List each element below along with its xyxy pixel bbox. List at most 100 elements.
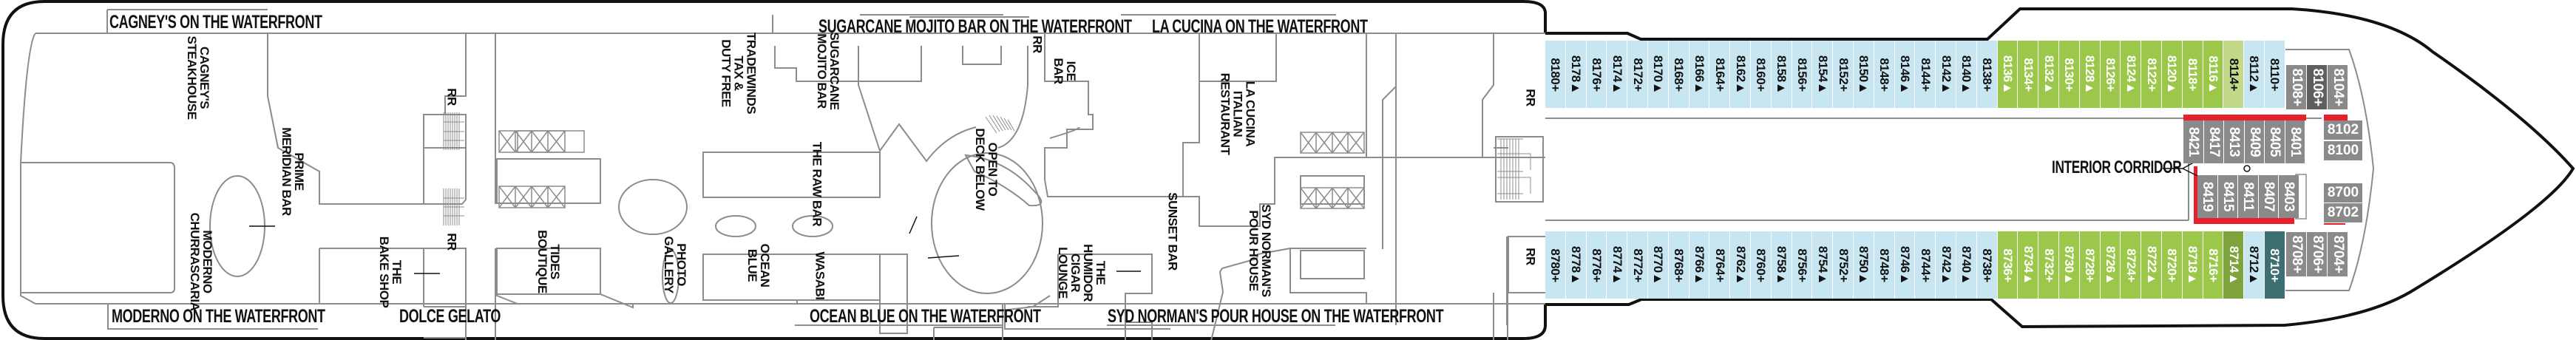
cabin-8764[interactable]: 8764+	[1709, 231, 1731, 299]
cabin-8176[interactable]: 8176+	[1586, 41, 1607, 108]
cabin-8156[interactable]: 8156+	[1792, 41, 1813, 108]
cabin-8100[interactable]: 8100	[2324, 141, 2362, 161]
cabin-8704[interactable]: 8704+	[2328, 232, 2348, 276]
venue-tradewinds-duty-free[interactable]: TRADEWINDS TAX & DUTY FREE	[719, 32, 759, 115]
cabin-8138[interactable]: 8138+	[1976, 41, 1998, 108]
cabin-8409[interactable]: 8409	[2244, 120, 2265, 163]
cabin-8118[interactable]: 8118+	[2182, 41, 2203, 108]
cabin-8132[interactable]: 8132▲	[2038, 41, 2059, 108]
cabin-8102[interactable]: 8102	[2324, 120, 2362, 140]
cabin-8716[interactable]: 8716+	[2203, 231, 2224, 299]
cabin-8168[interactable]: 8168+	[1668, 41, 1689, 108]
cabin-8112[interactable]: 8112▲	[2244, 41, 2265, 108]
cabin-8758[interactable]: 8758▲	[1771, 231, 1792, 299]
cabin-8776[interactable]: 8776+	[1586, 231, 1607, 299]
cabin-8128[interactable]: 8128▲	[2079, 41, 2101, 108]
cabin-8720[interactable]: 8720+	[2161, 231, 2183, 299]
venue-humidor-cigar-lounge[interactable]: THE HUMIDOR CIGAR LOUNGE	[1056, 244, 1108, 302]
cabin-8178[interactable]: 8178▲	[1565, 41, 1587, 108]
cabin-8736[interactable]: 8736+	[1997, 231, 2019, 299]
cabin-8768[interactable]: 8768+	[1668, 231, 1689, 299]
cabin-8104[interactable]: 8104+	[2328, 65, 2348, 109]
cabin-8419[interactable]: 8419	[2197, 175, 2218, 218]
cabin-8718[interactable]: 8718▲	[2182, 231, 2203, 299]
cabin-8706[interactable]: 8706+	[2307, 232, 2328, 276]
cabin-8180[interactable]: 8180+	[1545, 41, 1566, 108]
cabin-8146[interactable]: 8146▲	[1894, 41, 1916, 108]
cabin-8122[interactable]: 8122+	[2141, 41, 2162, 108]
cabin-8712[interactable]: 8712▲	[2244, 231, 2265, 299]
cabin-8142[interactable]: 8142▲	[1936, 41, 1956, 108]
cabin-8744[interactable]: 8744+	[1915, 231, 1936, 299]
cabin-8700[interactable]: 8700	[2324, 183, 2362, 203]
cabin-8772[interactable]: 8772+	[1627, 231, 1648, 299]
cabin-8162[interactable]: 8162▲	[1730, 41, 1751, 108]
cabin-8110[interactable]: 8110+	[2264, 41, 2285, 108]
venue-prime-meridian-bar[interactable]: PRIME MERIDIAN BAR	[279, 127, 306, 216]
cabin-8710[interactable]: 8710+	[2264, 231, 2285, 299]
venue-photo-gallery[interactable]: PHOTO GALLERY	[662, 236, 688, 293]
cabin-8708[interactable]: 8708+	[2286, 232, 2307, 276]
cabin-8130[interactable]: 8130+	[2058, 41, 2080, 108]
cabin-8170[interactable]: 8170▲	[1647, 41, 1669, 108]
cabin-8730[interactable]: 8730▲	[2058, 231, 2080, 299]
cabin-8734[interactable]: 8734▲	[2018, 231, 2039, 299]
cabin-8413[interactable]: 8413	[2224, 120, 2245, 163]
cabin-8411[interactable]: 8411	[2238, 175, 2259, 218]
cabin-8166[interactable]: 8166▲	[1689, 41, 1710, 108]
cabin-8148[interactable]: 8148+	[1874, 41, 1895, 108]
cabin-8752[interactable]: 8752+	[1833, 231, 1854, 299]
cabin-8154[interactable]: 8154▲	[1812, 41, 1834, 108]
venue-cagneys-steakhouse[interactable]: CAGNEY'S STEAKHOUSE	[185, 35, 211, 120]
cabin-8116[interactable]: 8116▲	[2203, 41, 2224, 108]
venue-syd-normans-pour-house[interactable]: SYD NORMAN'S POUR HOUSE	[1247, 204, 1273, 297]
cabin-8150[interactable]: 8150▲	[1853, 41, 1874, 108]
venue-ocean-blue[interactable]: OCEAN BLUE	[745, 243, 772, 288]
cabin-8160[interactable]: 8160+	[1750, 41, 1772, 108]
cabin-8714[interactable]: 8714▲	[2223, 231, 2245, 299]
cabin-8403[interactable]: 8403	[2279, 175, 2299, 218]
venue-ice-bar[interactable]: ICE BAR	[1051, 58, 1078, 84]
cabin-8108[interactable]: 8108+	[2286, 65, 2307, 109]
cabin-8748[interactable]: 8748+	[1874, 231, 1895, 299]
cabin-8702[interactable]: 8702	[2324, 203, 2362, 223]
venue-wasabi[interactable]: WASABI	[813, 251, 827, 300]
cabin-8746[interactable]: 8746▲	[1894, 231, 1916, 299]
cabin-8120[interactable]: 8120▲	[2161, 41, 2183, 108]
cabin-8728[interactable]: 8728+	[2079, 231, 2101, 299]
cabin-8780[interactable]: 8780+	[1545, 231, 1566, 299]
venue-moderno-churrascaria[interactable]: MODERNO CHURRASCARIA	[188, 212, 214, 311]
venue-sunset-bar[interactable]: SUNSET BAR	[1165, 192, 1180, 271]
venue-bake-shop[interactable]: THE BAKE SHOP	[377, 236, 404, 308]
cabin-8134[interactable]: 8134+	[2018, 41, 2039, 108]
cabin-8152[interactable]: 8152+	[1833, 41, 1854, 108]
cabin-8742[interactable]: 8742▲	[1936, 231, 1956, 299]
venue-tides-boutique[interactable]: TIDES BOUTIQUE	[535, 230, 562, 293]
cabin-8172[interactable]: 8172+	[1627, 41, 1648, 108]
cabin-8114[interactable]: 8114+	[2223, 41, 2245, 108]
cabin-8407[interactable]: 8407	[2258, 175, 2279, 218]
cabin-8760[interactable]: 8760+	[1750, 231, 1772, 299]
cabin-8724[interactable]: 8724+	[2121, 231, 2142, 299]
cabin-8164[interactable]: 8164+	[1709, 41, 1731, 108]
cabin-8774[interactable]: 8774▲	[1607, 231, 1628, 299]
cabin-8136[interactable]: 8136▲	[1997, 41, 2019, 108]
cabin-8766[interactable]: 8766▲	[1689, 231, 1710, 299]
cabin-8722[interactable]: 8722▲	[2141, 231, 2162, 299]
venue-sugarcane-mojito-bar[interactable]: SUGARCANE MOJITO BAR	[815, 32, 841, 110]
cabin-8756[interactable]: 8756+	[1792, 231, 1813, 299]
cabin-8158[interactable]: 8158▲	[1771, 41, 1792, 108]
cabin-8174[interactable]: 8174▲	[1607, 41, 1628, 108]
cabin-8401[interactable]: 8401	[2285, 120, 2305, 163]
cabin-8140[interactable]: 8140▲	[1956, 41, 1977, 108]
cabin-8738[interactable]: 8738+	[1976, 231, 1998, 299]
cabin-8144[interactable]: 8144+	[1915, 41, 1936, 108]
cabin-8124[interactable]: 8124▲	[2121, 41, 2142, 108]
cabin-8405[interactable]: 8405	[2265, 120, 2285, 163]
venue-la-cucina[interactable]: LA CUCINA ITALIAN RESTAURANT	[1218, 72, 1258, 155]
cabin-8778[interactable]: 8778▲	[1565, 231, 1587, 299]
cabin-8750[interactable]: 8750▲	[1853, 231, 1874, 299]
cabin-8726[interactable]: 8726▲	[2100, 231, 2121, 299]
cabin-8740[interactable]: 8740▲	[1956, 231, 1977, 299]
venue-raw-bar[interactable]: THE RAW BAR	[810, 141, 824, 227]
